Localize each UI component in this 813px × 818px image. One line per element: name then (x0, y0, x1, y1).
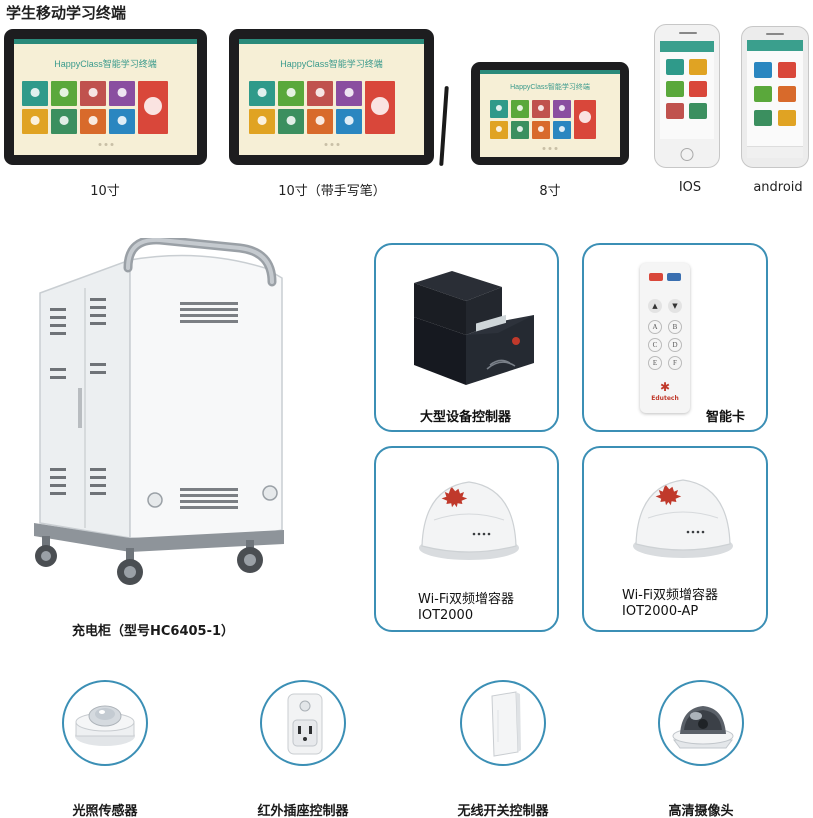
phone-ios (654, 24, 720, 168)
tablet-8-inch: HappyClass智能学习终端 (471, 62, 629, 165)
power-button-icon (649, 273, 663, 281)
sensor-label: 高清摄像头 (668, 804, 734, 818)
app-tile (490, 100, 508, 118)
app-tile (511, 121, 529, 139)
wireless-switch-circle (460, 680, 546, 766)
down-button-icon: ▼ (668, 299, 682, 313)
nav-bar (747, 146, 803, 158)
app-tile (109, 109, 135, 134)
card-button: E (648, 356, 662, 370)
controller-device-image (414, 271, 534, 385)
card-label: Wi-Fi双频增容器 (622, 588, 719, 603)
sensor-label: 红外插座控制器 (257, 804, 349, 818)
wifi-extender-image (419, 481, 519, 560)
app-tile (532, 121, 550, 139)
app-tile (22, 109, 48, 134)
card-button: A (648, 320, 662, 334)
cabinet-label: 充电柜（型号HC6405-1） (72, 624, 235, 639)
app-tile (109, 81, 135, 106)
app-tile (490, 121, 508, 139)
app-tile (138, 81, 168, 134)
app-tile (80, 81, 106, 106)
app-tile (278, 81, 304, 106)
app-tile (51, 81, 77, 106)
wifi-extender-image (633, 479, 733, 558)
charging-cabinet (34, 238, 284, 585)
device-label: 10寸 (90, 184, 120, 199)
device-label: android (753, 180, 803, 195)
wireless-switch-icon (491, 691, 521, 757)
app-tile (336, 109, 362, 134)
tablet-10-inch-pen: HappyClass智能学习终端 (229, 29, 434, 165)
light-sensor-circle (62, 680, 148, 766)
app-tile (51, 109, 77, 134)
app-tile (336, 81, 362, 106)
phone-android (741, 26, 809, 168)
card-wifi-iot2000-ap: Wi-Fi双频增容器 IOT2000-AP (582, 446, 768, 632)
device-label: 8寸 (539, 184, 561, 199)
tablet-10-inch: HappyClass智能学习终端 (4, 29, 207, 165)
card-button: B (668, 320, 682, 334)
phone-speaker (766, 33, 784, 35)
card-device-controller: 大型设备控制器 (374, 243, 559, 432)
app-tile (249, 81, 275, 106)
phone-speaker (679, 32, 697, 34)
card-button: F (668, 356, 682, 370)
app-tile (307, 81, 333, 106)
card-button: D (668, 338, 682, 352)
up-button-icon: ▲ (648, 299, 662, 313)
app-tile (532, 100, 550, 118)
device-label: IOS (678, 180, 702, 195)
app-tile (307, 109, 333, 134)
card-smart-card: ▲ ▼ A B C D E F ✱ Edutech 智能卡 (582, 243, 768, 432)
card-label: IOT2000 (418, 608, 474, 623)
page-title: 学生移动学习终端 (6, 4, 127, 22)
sensor-label: 光照传感器 (72, 804, 138, 818)
app-tile (249, 109, 275, 134)
maple-leaf-icon: ✱ (659, 380, 671, 394)
app-tile (574, 100, 596, 139)
smart-card-remote: ▲ ▼ A B C D E F ✱ Edutech (640, 263, 690, 413)
card-button: C (648, 338, 662, 352)
app-tile (80, 109, 106, 134)
app-tile (22, 81, 48, 106)
app-tile (278, 109, 304, 134)
app-tile (553, 121, 571, 139)
sensor-label: 无线开关控制器 (457, 804, 549, 818)
ir-socket-circle (260, 680, 346, 766)
home-button-icon (680, 148, 694, 161)
card-label: Wi-Fi双频增容器 (418, 592, 515, 607)
card-label: IOT2000-AP (622, 604, 699, 619)
smart-plug-icon (287, 693, 323, 755)
brand-label: Edutech (651, 395, 679, 402)
device-label: 10寸（带手写笔） (278, 184, 386, 199)
light-sensor-icon (75, 705, 135, 746)
app-title: HappyClass智能学习终端 (280, 59, 383, 69)
app-title: HappyClass智能学习终端 (510, 84, 590, 91)
signal-button-icon (667, 273, 681, 281)
stylus-pen (439, 85, 449, 167)
app-tile (553, 100, 571, 118)
dome-camera-icon (672, 706, 734, 749)
card-label: 大型设备控制器 (420, 410, 512, 425)
app-tile (511, 100, 529, 118)
app-tile (365, 81, 395, 134)
hd-camera-circle (658, 680, 744, 766)
app-title: HappyClass智能学习终端 (54, 59, 157, 69)
card-wifi-iot2000: Wi-Fi双频增容器 IOT2000 (374, 446, 559, 632)
card-label: 智能卡 (706, 410, 746, 425)
